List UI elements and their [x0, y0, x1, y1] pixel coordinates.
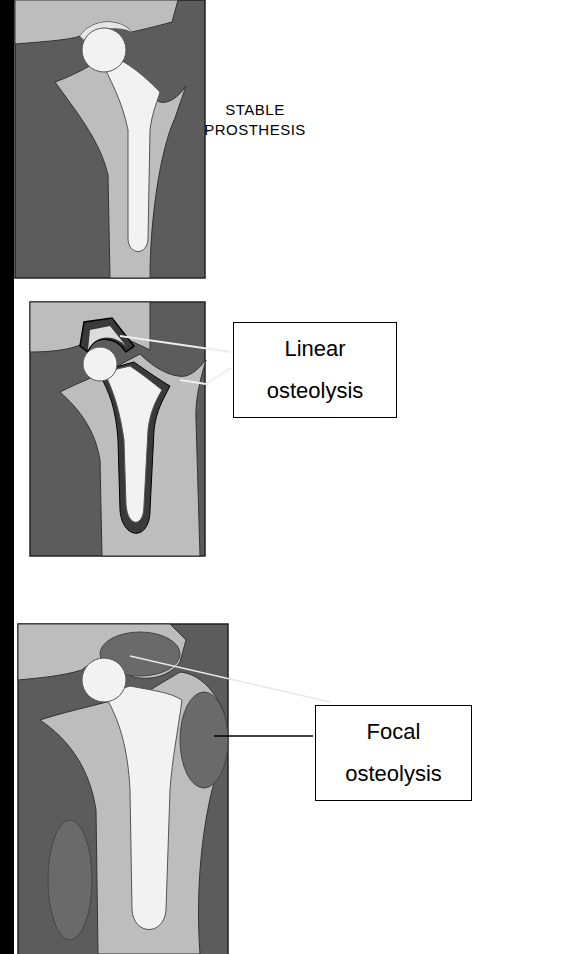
callout-box: Focal osteolysis — [315, 705, 472, 801]
focal-osteolysis-figure — [18, 624, 330, 954]
linear-osteolysis-figure — [30, 302, 231, 556]
callout-text: Focal osteolysis — [316, 711, 471, 795]
panel-label: STABLE PROSTHESIS — [190, 100, 320, 139]
edge-strip — [0, 0, 14, 954]
callout-text: Linear osteolysis — [234, 328, 396, 412]
callout-box: Linear osteolysis — [233, 322, 397, 418]
stable-prosthesis-figure — [15, 0, 205, 278]
